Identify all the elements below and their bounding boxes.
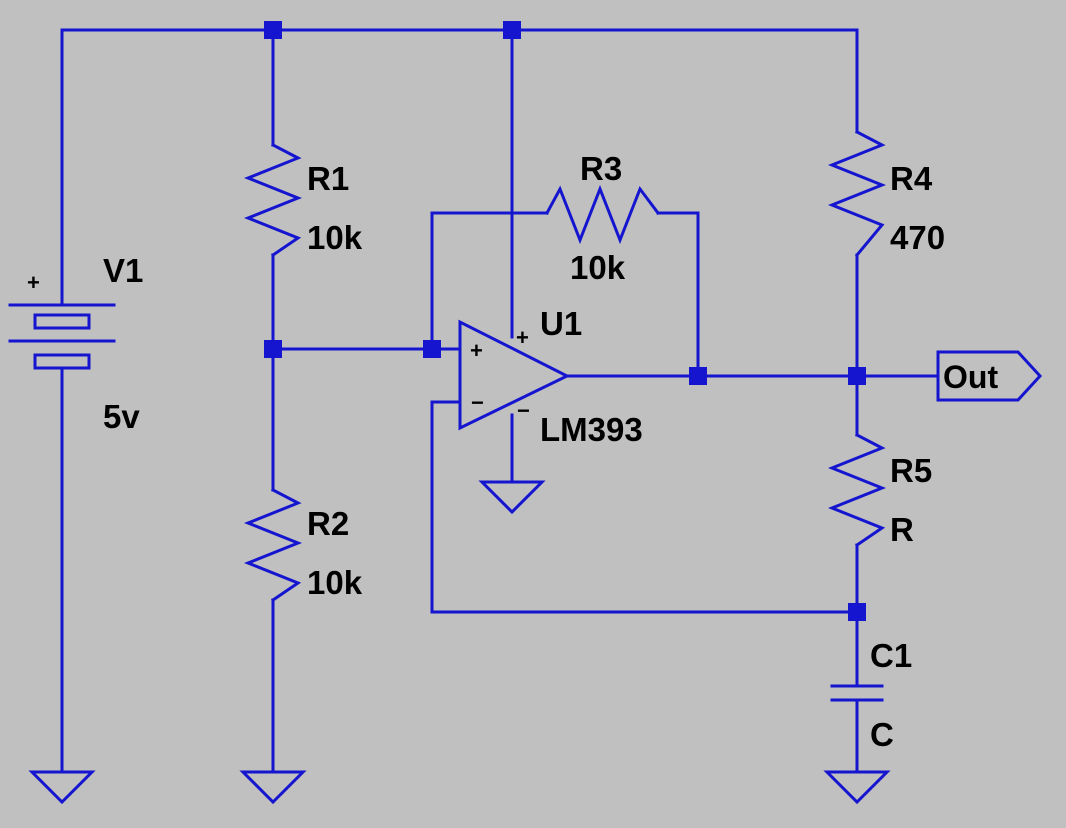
wire-top-rail	[60, 28, 859, 307]
r5-ref-label: R5	[890, 452, 932, 489]
r2-value-label: 10k	[307, 564, 363, 601]
r2-ref-label: R2	[307, 505, 349, 542]
comparator-u1: + − + − U1 LM393	[458, 305, 643, 448]
r4-zigzag	[827, 129, 887, 258]
resistor-r3: R3 10k	[544, 150, 661, 286]
battery-v1: + V1 5v	[8, 252, 143, 435]
v1-plus-sign: +	[27, 270, 40, 295]
u1-inv-pin: −	[471, 390, 484, 415]
r4-ref-label: R4	[890, 160, 933, 197]
u1-triangle	[458, 319, 571, 431]
battery-cell-top	[33, 313, 91, 330]
ground-symbol-u1	[478, 480, 546, 515]
capacitor-c1: C1 C	[830, 637, 912, 753]
v1-ref-label: V1	[103, 252, 143, 289]
junction-dot	[264, 21, 282, 39]
junction-dot	[423, 340, 441, 358]
r3-value-label: 10k	[570, 249, 626, 286]
r4-value-label: 470	[890, 219, 945, 256]
ground-symbol-v1	[28, 770, 96, 805]
wire-inv-input	[430, 400, 859, 614]
junction-dot	[503, 21, 521, 39]
junction-dot	[689, 367, 707, 385]
resistor-r1: R1 10k	[243, 142, 363, 258]
u1-vcc-pin: +	[516, 325, 529, 350]
out-port-label: Out	[943, 359, 998, 395]
ground-symbol-c1	[823, 770, 891, 805]
junction-dot	[848, 367, 866, 385]
wires	[60, 28, 940, 774]
r3-zigzag	[544, 184, 661, 245]
r1-ref-label: R1	[307, 160, 349, 197]
c1-ref-label: C1	[870, 637, 912, 674]
u1-ref-label: U1	[540, 305, 582, 342]
r1-zigzag	[243, 142, 303, 258]
u1-value-label: LM393	[540, 411, 643, 448]
r5-zigzag	[827, 432, 887, 548]
resistor-r5: R5 R	[827, 432, 932, 548]
wire-r3-right	[656, 211, 700, 378]
u1-vee-pin: −	[517, 398, 530, 423]
grounds	[28, 480, 891, 805]
r2-zigzag	[243, 487, 303, 603]
c1-value-label: C	[870, 716, 894, 753]
resistor-r4: R4 470	[827, 129, 945, 258]
junctions	[264, 21, 866, 621]
ground-symbol-r2	[239, 770, 307, 805]
out-port-flag	[936, 350, 1043, 402]
junction-dot	[848, 603, 866, 621]
junction-dot	[264, 340, 282, 358]
u1-noninv-pin: +	[470, 338, 483, 363]
r3-ref-label: R3	[580, 150, 622, 187]
battery-cell-bottom	[33, 353, 91, 370]
v1-value-label: 5v	[103, 398, 140, 435]
output-port: Out	[936, 350, 1043, 402]
resistor-r2: R2 10k	[243, 487, 363, 603]
wire-r3-left	[430, 211, 549, 351]
r1-value-label: 10k	[307, 219, 363, 256]
r5-value-label: R	[890, 511, 914, 548]
